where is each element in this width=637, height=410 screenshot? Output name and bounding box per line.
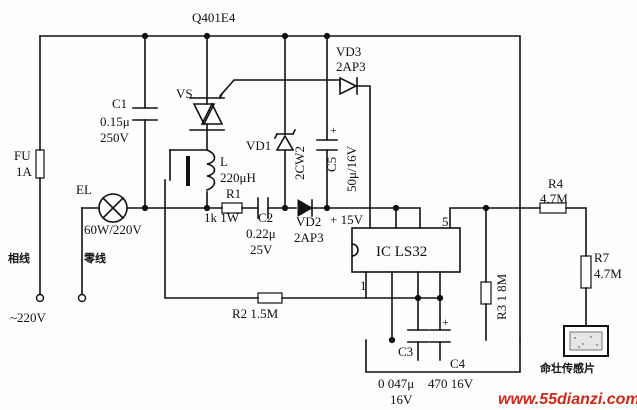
resistor-r1 xyxy=(221,202,243,214)
junction-dot xyxy=(141,204,149,212)
resistor-r4 xyxy=(539,202,567,214)
label-c4-ref: C4 xyxy=(450,356,466,371)
watermark: www.55dianzi.com xyxy=(498,391,637,408)
label-r1-ref: R1 xyxy=(226,186,241,201)
r2-wire-left xyxy=(164,179,259,299)
capacitor-c1 xyxy=(132,107,158,121)
ground-bus xyxy=(365,339,521,373)
label-r2: R2 1.5M xyxy=(232,306,279,321)
labels: Q401E4 C1 0.15μ 250V VS VD1 2CW2 C5 50μ/… xyxy=(8,10,622,407)
label-zener: 2CW2 xyxy=(292,146,307,180)
label-mains: ~220V xyxy=(10,310,47,325)
label-c3-val2: 16V xyxy=(390,392,413,407)
lamp-el xyxy=(98,193,128,223)
junction-dot xyxy=(388,336,396,344)
junction-dot xyxy=(203,32,211,40)
junction-dot xyxy=(203,204,211,212)
junction-dot xyxy=(281,32,289,40)
label-c5-plus: + xyxy=(330,123,337,137)
triac-vs xyxy=(189,92,225,131)
label-vd2-type: 2AP3 xyxy=(294,230,324,245)
resistor-r2 xyxy=(257,292,283,304)
label-vd3-type: 2AP3 xyxy=(336,59,366,74)
capacitor-c4 xyxy=(429,329,451,343)
label-vd2-ref: VD2 xyxy=(296,214,321,229)
label-q401: Q401E4 xyxy=(192,10,236,25)
label-vd3-ref: VD3 xyxy=(336,44,361,59)
junction-dot xyxy=(281,204,289,212)
vd2-to-ic-wire xyxy=(311,207,421,229)
junction-dots xyxy=(141,32,490,344)
junction-dot xyxy=(323,204,331,212)
ic-ls32 xyxy=(351,227,461,273)
resistor-r3 xyxy=(480,281,492,305)
label-l-val: 220μH xyxy=(220,170,256,185)
top-rail-wire xyxy=(39,35,521,341)
zener-vd1 xyxy=(273,128,297,151)
label-c5-ref: C5 xyxy=(324,157,339,172)
pin5-wire xyxy=(449,207,541,229)
gate-wire xyxy=(218,79,341,98)
label-c4-plus: + xyxy=(442,315,449,329)
label-c5-val: 50μ/16V xyxy=(344,145,359,192)
sensor-plate xyxy=(563,325,609,357)
junction-dot xyxy=(323,32,331,40)
label-c4-val: 470 16V xyxy=(428,376,474,391)
label-ic: IC LS32 xyxy=(376,244,427,260)
capacitor-c5 xyxy=(316,139,338,151)
diode-vd2 xyxy=(297,199,314,217)
label-r7-val: 4.7M xyxy=(594,266,622,281)
resistor-r7 xyxy=(580,255,592,289)
junction-dot xyxy=(141,32,149,40)
junction-dot xyxy=(482,204,490,212)
label-r1-val: 1k 1W xyxy=(204,210,240,225)
label-c3-val1: 0 047μ xyxy=(378,376,414,391)
label-el-ref: EL xyxy=(76,182,92,197)
label-c1-val2: 250V xyxy=(100,130,130,145)
label-c1-val1: 0.15μ xyxy=(100,114,130,129)
label-el-val: 60W/220V xyxy=(84,222,142,237)
label-r7-ref: R7 xyxy=(594,250,610,265)
label-pin5: 5 xyxy=(442,214,449,229)
label-vs: VS xyxy=(176,86,193,101)
label-fu-ref: FU xyxy=(14,148,31,163)
label-c2-val1: 0.22μ xyxy=(246,226,276,241)
label-r3: R3 1 8M xyxy=(494,273,509,320)
junction-dot xyxy=(392,204,400,212)
neutral-terminal xyxy=(77,293,87,303)
capacitor-c2 xyxy=(257,197,269,219)
label-c3-ref: C3 xyxy=(398,344,413,359)
vd3-to-ic-wire xyxy=(357,85,371,229)
label-r4-ref: R4 xyxy=(548,176,564,191)
wires xyxy=(39,35,587,373)
r4-r7-wire xyxy=(565,207,587,257)
label-vd1: VD1 xyxy=(246,138,271,153)
label-neutral-line: 零线 xyxy=(83,251,106,265)
fuse-fu xyxy=(35,149,45,179)
label-r4-val: 4.7M xyxy=(540,191,568,206)
label-l-ref: L xyxy=(220,154,228,169)
r2-wire-right xyxy=(281,271,367,299)
label-c1-ref: C1 xyxy=(112,96,127,111)
diode-vd3 xyxy=(339,76,358,96)
label-sensor: 命壮传感片 xyxy=(539,361,595,375)
label-pin1: 1 xyxy=(360,278,367,293)
label-c2-ref: C2 xyxy=(258,210,273,225)
label-plus15v: + 15V xyxy=(330,212,364,227)
phase-terminal xyxy=(35,293,45,303)
label-phase-line: 相线 xyxy=(8,251,30,265)
inductor-l xyxy=(186,148,216,192)
capacitor-c3 xyxy=(407,329,429,343)
label-c2-val2: 25V xyxy=(250,242,273,257)
label-fu-val: 1A xyxy=(16,164,33,179)
